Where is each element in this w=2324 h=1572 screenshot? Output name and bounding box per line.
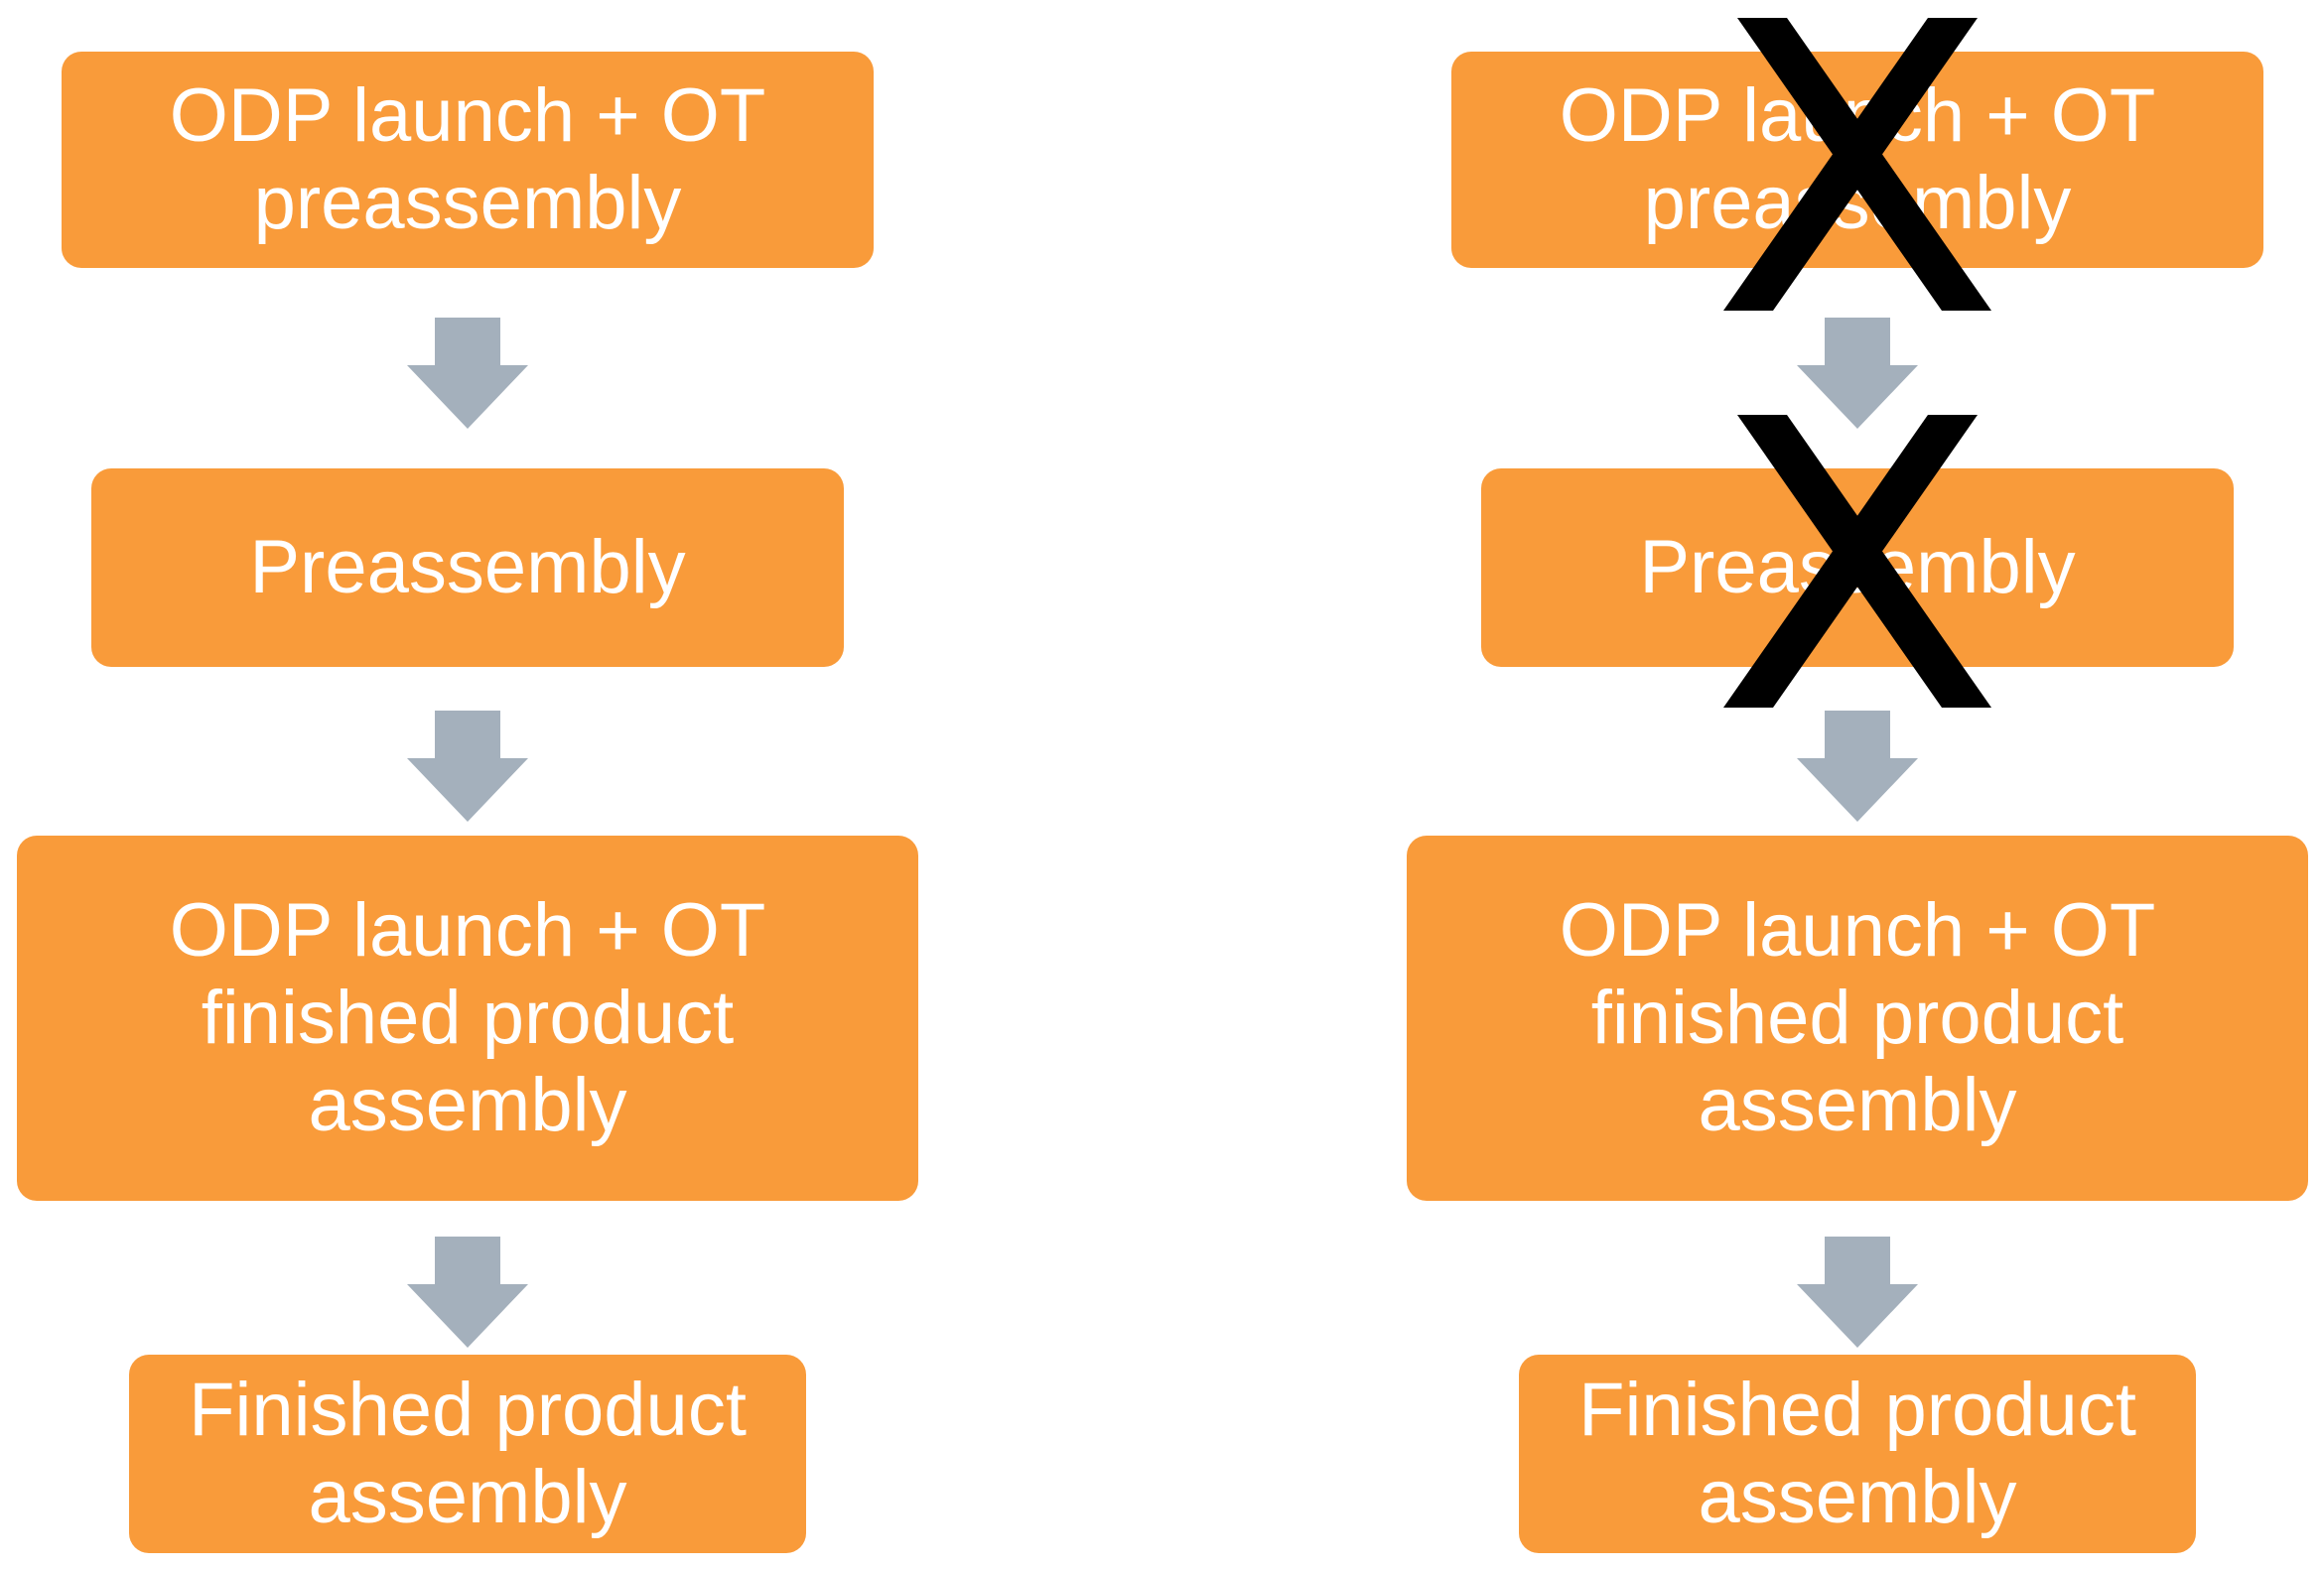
- down-arrow-icon: [1797, 318, 1918, 429]
- cross-mark-icon: [1723, 415, 1991, 708]
- step-odp-launch-ot-finished-product-assembly: ODP launch + OT finished product assembl…: [17, 836, 918, 1201]
- step-odp-launch-ot-preassembly: ODP launch + OT preassembly: [1451, 52, 2263, 268]
- step-preassembly: Preassembly: [91, 468, 844, 667]
- step-odp-launch-ot-finished-product-assembly: ODP launch + OT finished product assembl…: [1407, 836, 2308, 1201]
- down-arrow-icon: [407, 711, 528, 822]
- flow-left: ODP launch + OT preassembly Preassembly …: [0, 0, 933, 1572]
- down-arrow-icon: [407, 1237, 528, 1348]
- step-finished-product-assembly: Finished product assembly: [1519, 1355, 2196, 1553]
- step-finished-product-assembly: Finished product assembly: [129, 1355, 806, 1553]
- flow-right: ODP launch + OT preassembly Preassembly …: [1390, 0, 2323, 1572]
- down-arrow-icon: [1797, 1237, 1918, 1348]
- step-odp-launch-ot-preassembly: ODP launch + OT preassembly: [62, 52, 874, 268]
- down-arrow-icon: [407, 318, 528, 429]
- down-arrow-icon: [1797, 711, 1918, 822]
- cross-mark-icon: [1723, 18, 1991, 311]
